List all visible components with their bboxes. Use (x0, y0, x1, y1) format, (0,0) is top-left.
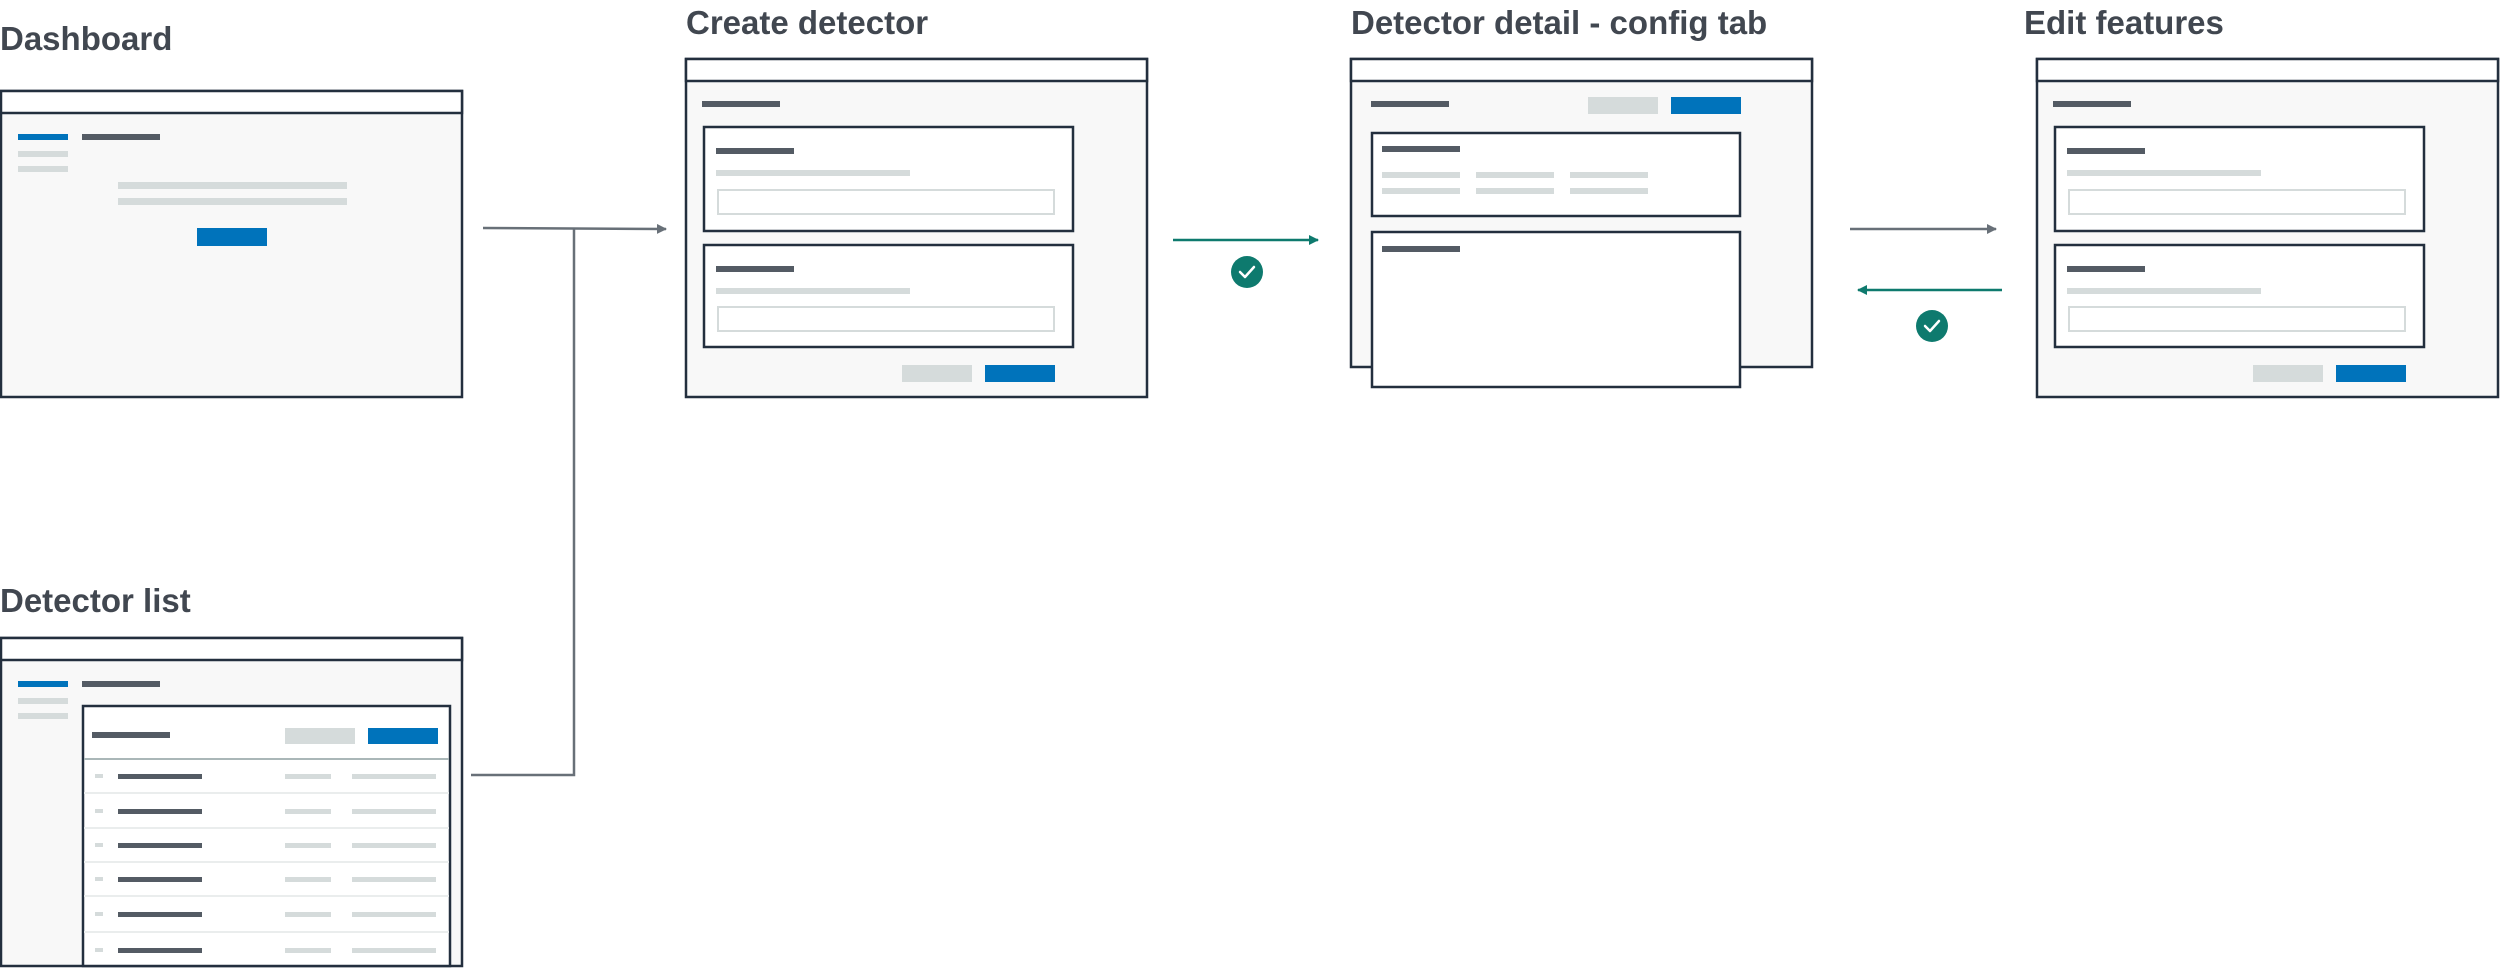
detector-list-title: Detector list (0, 582, 191, 619)
create-button (197, 228, 267, 246)
arrow-dashboard-to-create (482, 223, 667, 234)
primary-action-button (1671, 97, 1741, 114)
form-input-1 (717, 189, 1055, 215)
dashboard-wireframe (0, 89, 464, 399)
nav-active-bar (18, 134, 68, 140)
check-circle-icon (1916, 310, 1948, 342)
create-detector-title: Create detector (686, 4, 929, 41)
detector-detail-wireframe (1349, 57, 1814, 389)
edit-features-title: Edit features (2024, 4, 2224, 41)
create-button (985, 365, 1055, 382)
edit-features-wireframe (2035, 57, 2500, 399)
create-detector-wireframe (684, 57, 1149, 399)
config-card (1370, 230, 1742, 389)
connector-list-to-create (471, 229, 576, 777)
detector-list-wireframe (0, 636, 464, 968)
dashboard-title: Dashboard (0, 20, 173, 57)
form-card-1 (702, 125, 1075, 233)
check-circle-icon (1231, 256, 1263, 288)
detector-table-card (81, 704, 452, 968)
detector-detail-title: Detector detail - config tab (1351, 4, 1768, 41)
cancel-button (2253, 365, 2323, 382)
feature-card-1 (2053, 125, 2426, 233)
create-detector-button (368, 728, 438, 744)
save-button (2336, 365, 2406, 382)
table-rows (84, 774, 449, 953)
page-heading-bar (82, 134, 160, 140)
form-input-2 (717, 306, 1055, 332)
cancel-button (902, 365, 972, 382)
